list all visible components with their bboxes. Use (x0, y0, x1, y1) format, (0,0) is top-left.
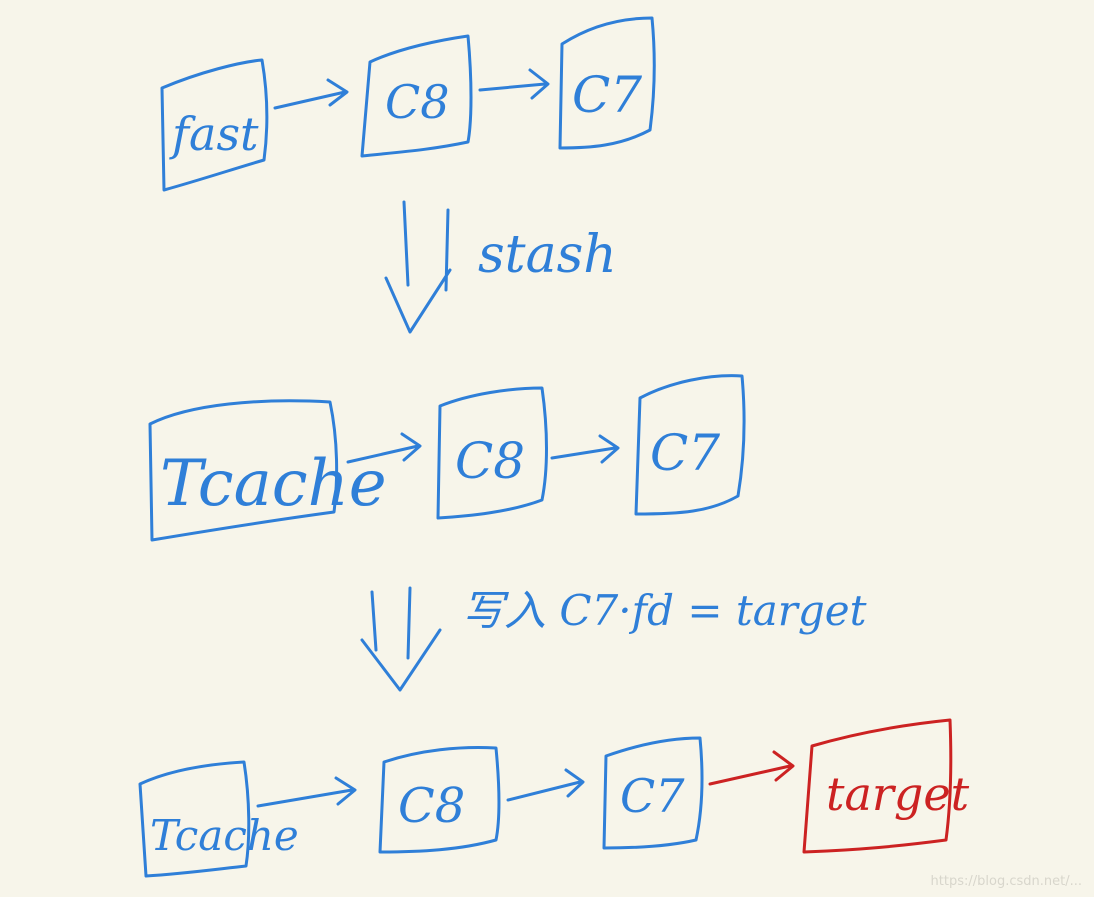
node-box-c8-3 (378, 746, 501, 854)
node-box-target (802, 718, 953, 854)
node-label-c7: C7 (572, 66, 642, 124)
node-box-c8-2 (436, 386, 548, 520)
row-1: fast C8 C7 (160, 16, 656, 192)
node-label-target: target (826, 767, 970, 821)
arrow-c7-to-target (708, 750, 795, 786)
transition-1: stash (384, 200, 617, 334)
step-label-write: 写入 C7·fd = target (462, 586, 867, 635)
row-3: Tcache C8 C7 target (138, 718, 970, 878)
arrow-tcache-to-c8-3 (256, 776, 357, 808)
watermark: https://blog.csdn.net/... (930, 874, 1082, 889)
node-label-c7-2: C7 (650, 424, 720, 482)
node-label-c8: C8 (385, 75, 449, 129)
node-box-c7-3 (602, 736, 704, 850)
node-box-c7 (558, 16, 656, 150)
down-arrow-1 (384, 200, 452, 334)
row-2: Tcache C8 C7 (148, 374, 746, 542)
node-label-c8-3: C8 (398, 778, 465, 834)
node-label-c7-3: C7 (620, 769, 685, 823)
transition-2: 写入 C7·fd = target (360, 586, 867, 692)
node-box-c7-2 (634, 374, 746, 516)
node-label-tcache-2: Tcache (160, 447, 387, 521)
node-label-c8-2: C8 (455, 432, 525, 490)
node-box-tcache-3 (138, 760, 251, 878)
arrow-c8-to-c7-3 (506, 768, 585, 802)
arrow-c8-to-c7 (478, 68, 550, 100)
arrow-fast-to-c8 (273, 78, 349, 110)
node-label-fast: fast (169, 107, 259, 161)
arrow-tcache-to-c8-2 (346, 432, 422, 464)
node-box-tcache-2 (148, 399, 339, 542)
down-arrow-2 (360, 586, 442, 692)
node-label-tcache-3: Tcache (150, 811, 299, 860)
node-box-fast (160, 58, 269, 192)
node-box-c8 (360, 34, 473, 158)
arrow-c8-to-c7-2 (550, 434, 620, 464)
step-label-stash: stash (478, 225, 617, 285)
